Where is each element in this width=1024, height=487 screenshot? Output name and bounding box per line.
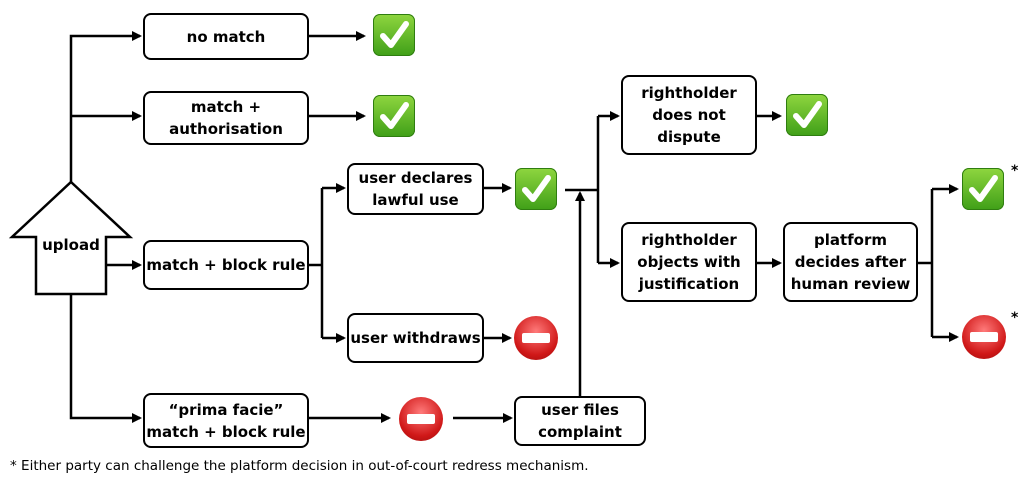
check-icon: [373, 14, 415, 56]
match-block-rule-node: match + block rule: [143, 240, 309, 290]
check-icon: [515, 168, 557, 210]
rightholder-objects-node: rightholder objects with justification: [621, 222, 757, 302]
check-icon: [786, 94, 828, 136]
no-match-node: no match: [143, 13, 309, 60]
user-declares-node: user declares lawful use: [347, 163, 484, 215]
rightholder-not-dispute-node: rightholder does not dispute: [621, 75, 757, 155]
upload-node: upload: [42, 236, 100, 254]
no-entry-icon: [399, 397, 443, 441]
footnote: * Either party can challenge the platfor…: [10, 458, 589, 474]
check-icon: [373, 95, 415, 137]
no-entry-icon: [514, 316, 558, 360]
platform-decides-node: platform decides after human review: [783, 222, 918, 302]
prima-facie-node: “prima facie” match + block rule: [143, 393, 309, 448]
check-icon: [962, 168, 1004, 210]
match-authorisation-node: match + authorisation: [143, 91, 309, 145]
asterisk-mark: *: [1011, 310, 1019, 326]
user-files-complaint-node: user files complaint: [514, 396, 646, 446]
no-entry-icon: [962, 315, 1006, 359]
user-withdraws-node: user withdraws: [347, 313, 484, 363]
asterisk-mark: *: [1011, 163, 1019, 179]
